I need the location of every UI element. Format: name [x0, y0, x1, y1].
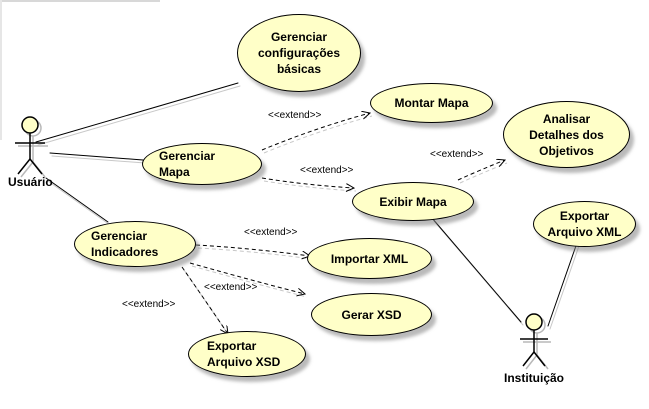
use-case-exibir-mapa[interactable]: Exibir Mapa — [352, 182, 474, 221]
corner-marker — [0, 0, 160, 2]
extend-labels: <<extend>> <<extend>> <<extend>> <<exten… — [122, 110, 484, 310]
use-case-label: Exportar Arquivo XSD — [207, 339, 281, 369]
extend-label-importar-xml: <<extend>> — [244, 227, 298, 238]
association-instituicao-exportar-xml — [549, 242, 581, 330]
actor-usuario-label: Usuário — [8, 175, 53, 189]
corner-marker-side — [0, 0, 2, 140]
actor-usuario-figure — [15, 116, 48, 178]
use-case-gerenciar-indicadores[interactable]: Gerenciar Indicadores — [74, 221, 196, 267]
extend-label-montar-mapa: <<extend>> — [268, 110, 322, 121]
use-case-gerar-xsd[interactable]: Gerar XSD — [311, 293, 432, 336]
use-case-label: Gerenciar configurações básicas — [257, 30, 341, 76]
use-case-analisar-detalhes[interactable]: Analisar Detalhes dos Objetivos — [503, 101, 630, 168]
extend-arrow-analisar-detalhes — [457, 160, 505, 181]
use-case-label: Importar XML — [330, 251, 409, 266]
actor-instituicao-label: Instituição — [504, 371, 565, 385]
association-usuario-gerenciar-mapa — [51, 155, 146, 164]
use-case-label: Gerenciar Indicadores — [91, 229, 159, 259]
use-case-label: Montar Mapa — [394, 96, 469, 110]
use-case-label: Exportar Arquivo XML — [547, 209, 622, 239]
extend-arrow-importar-xml — [195, 244, 310, 256]
extend-arrow-gerar-xsd — [189, 262, 305, 294]
use-case-gerenciar-config[interactable]: Gerenciar configurações básicas — [237, 14, 361, 92]
extend-arrow-montar-mapa — [261, 113, 370, 151]
extend-label-analisar-detalhes: <<extend>> — [430, 149, 484, 160]
extend-label-gerar-xsd: <<extend>> — [204, 282, 258, 293]
association-usuario-gerenciar-indicadores — [47, 180, 111, 226]
use-case-label: Exibir Mapa — [379, 194, 447, 209]
extend-label-exportar-xsd: <<extend>> — [122, 299, 176, 310]
association-usuario-gerenciar-config — [37, 85, 241, 146]
use-case-label: Gerenciar Mapa — [159, 149, 216, 179]
association-lines — [35, 82, 581, 330]
use-case-exportar-xsd[interactable]: Exportar Arquivo XSD — [188, 331, 306, 377]
use-case-gerenciar-mapa[interactable]: Gerenciar Mapa — [142, 143, 262, 185]
extend-arrows — [181, 113, 508, 338]
use-case-label: Gerar XSD — [341, 307, 402, 322]
use-case-importar-xml[interactable]: Importar XML — [307, 238, 432, 279]
use-case-exportar-xml[interactable]: Exportar Arquivo XML — [533, 201, 636, 247]
extend-arrow-exibir-mapa — [261, 177, 354, 188]
extend-arrow-exportar-xsd — [181, 266, 228, 334]
extend-label-exibir-mapa: <<extend>> — [300, 165, 354, 176]
use-case-montar-mapa[interactable]: Montar Mapa — [370, 83, 493, 123]
use-case-label: Analisar Detalhes dos Objetivos — [529, 111, 604, 158]
actor-instituicao-figure — [520, 313, 551, 370]
